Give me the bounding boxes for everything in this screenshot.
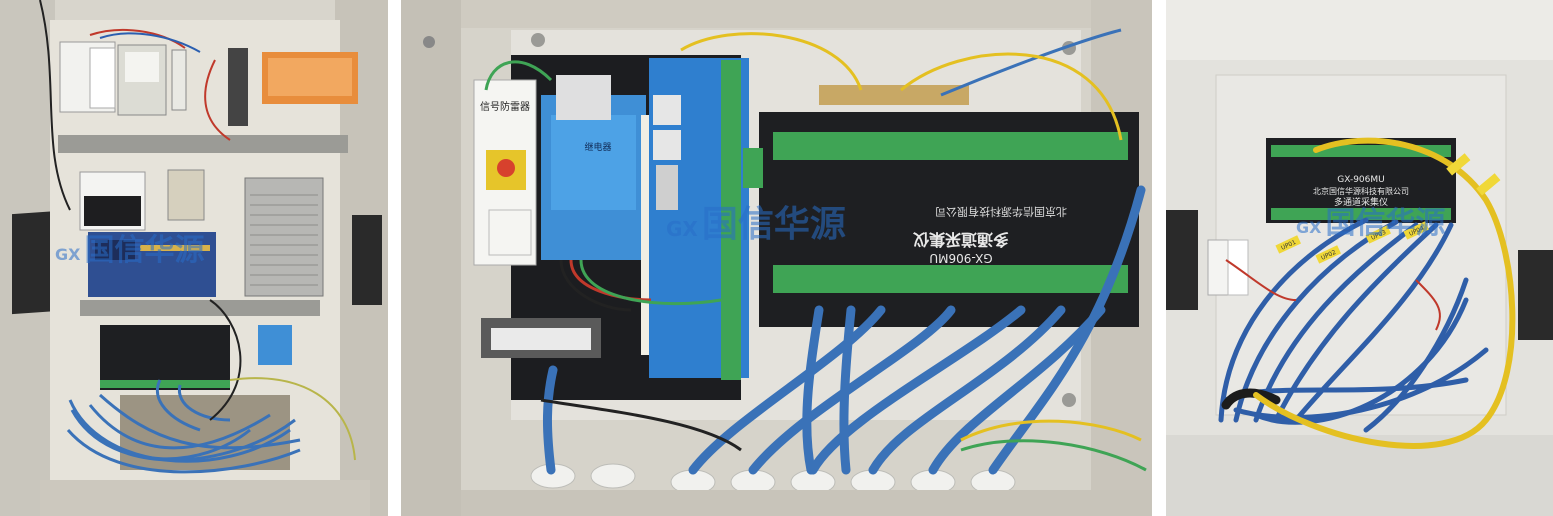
- relay-text: 继电器: [584, 141, 611, 153]
- side-module-text: 信号防雷器: [480, 100, 530, 113]
- watermark-mark: GX: [55, 245, 81, 264]
- center-company-text: 北京国信华源科技有限公司: [935, 205, 1067, 219]
- right-company-text: 北京国信华源科技有限公司: [1313, 186, 1409, 196]
- photo-right-cabinet: UP01 UP02 UP03 UP04 GX-906MU 北京国信华源科技有限公…: [1166, 0, 1553, 516]
- watermark-brand: 国信华源: [84, 233, 205, 268]
- center-device-name: 多通道采集仪: [912, 230, 1009, 249]
- photo-center-cabinet: 信号防雷器 继电器 北京国信华源科技有限公司 多通道采集仪 GX-906MU G…: [401, 0, 1152, 516]
- left-cabinet-image: [0, 0, 388, 516]
- watermark-mark: GX: [1296, 218, 1322, 237]
- watermark-brand: 国信华源: [1325, 206, 1446, 241]
- watermark-mark: GX: [666, 217, 698, 241]
- center-cabinet-image: 信号防雷器 继电器 北京国信华源科技有限公司 多通道采集仪 GX-906MU: [401, 0, 1152, 516]
- right-device-name: 多通道采集仪: [1334, 196, 1388, 208]
- center-device-model: GX-906MU: [929, 251, 992, 265]
- right-device-model: GX-906MU: [1337, 175, 1384, 185]
- right-cabinet-image: UP01 UP02 UP03 UP04 GX-906MU 北京国信华源科技有限公…: [1166, 0, 1553, 516]
- watermark-brand: 国信华源: [701, 204, 846, 245]
